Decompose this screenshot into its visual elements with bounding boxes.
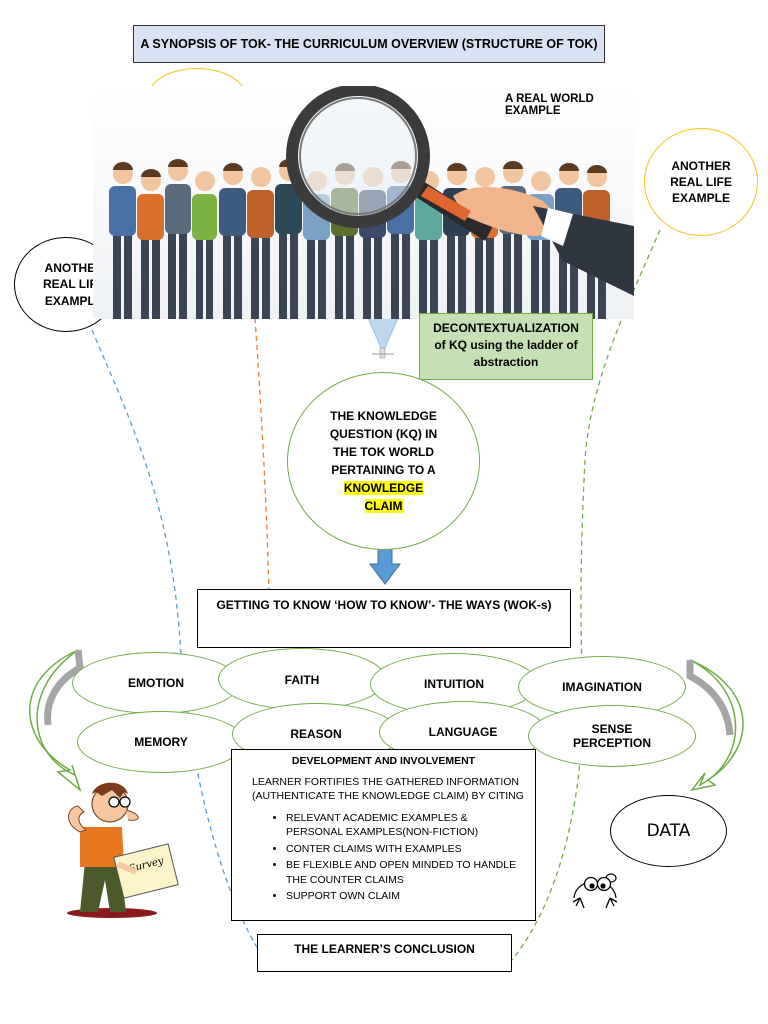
wok-faith: FAITH bbox=[218, 648, 386, 710]
development-bullet: SUPPORT OWN CLAIM bbox=[286, 889, 527, 904]
kq-highlight-claim: CLAIM bbox=[364, 499, 403, 513]
peeking-creature-illustration bbox=[566, 862, 626, 914]
decontextualization-box: DECONTEXTUALIZATION of KQ using the ladd… bbox=[419, 313, 593, 380]
conclusion-box: THE LEARNER’S CONCLUSION bbox=[257, 934, 512, 972]
right-curved-arrow bbox=[689, 659, 744, 792]
development-intro: LEARNER FORTIFIES THE GATHERED INFORMATI… bbox=[252, 775, 524, 803]
real-world-label: A REAL WORLD EXAMPLE bbox=[505, 93, 594, 117]
right-example-ellipse: ANOTHER REAL LIFE EXAMPLE bbox=[644, 128, 758, 236]
development-bullet: RELEVANT ACADEMIC EXAMPLES & PERSONAL EX… bbox=[286, 811, 527, 840]
left-example-line-2: REAL LIF bbox=[43, 277, 97, 292]
man-with-survey-icon: Survey bbox=[67, 782, 179, 918]
knowledge-question-circle: THE KNOWLEDGE QUESTION (KQ) IN THE TOK W… bbox=[287, 372, 480, 550]
development-bullet: BE FLEXIBLE AND OPEN MINDED TO HANDLE TH… bbox=[286, 858, 527, 887]
wok-sense-line-2: PERCEPTION bbox=[572, 736, 651, 750]
left-example-line-3: EXAMPL bbox=[44, 293, 95, 308]
kq-highlight-knowledge: KNOWLEDGE bbox=[343, 481, 424, 495]
crowd-magnifier-illustration bbox=[93, 86, 634, 319]
development-bullet: CONTER CLAIMS WITH EXAMPLES bbox=[286, 842, 527, 857]
development-title: DEVELOPMENT AND INVOLVEMENT bbox=[291, 755, 476, 767]
development-bullets: RELEVANT ACADEMIC EXAMPLES & PERSONAL EX… bbox=[254, 811, 527, 904]
funnel-icon bbox=[367, 317, 399, 349]
kq-line-3: THE TOK WORLD bbox=[332, 445, 435, 459]
left-example-line-1: ANOTHE bbox=[44, 261, 96, 276]
wok-sense-perception: SENSE PERCEPTION bbox=[528, 705, 696, 767]
thinking-man-illustration: Survey bbox=[50, 772, 185, 920]
wok-title-box: GETTING TO KNOW ‘HOW TO KNOW’- THE WAYS … bbox=[197, 589, 571, 648]
decontext-line-1: DECONTEXTUALIZATION bbox=[433, 321, 579, 335]
blue-dashed-connector bbox=[91, 329, 263, 956]
development-box: DEVELOPMENT AND INVOLVEMENT LEARNER FORT… bbox=[231, 749, 536, 921]
right-example-line-2: REAL LIFE bbox=[670, 174, 732, 189]
orange-dashed-connector bbox=[254, 317, 271, 641]
right-curved-arrow-head bbox=[686, 660, 734, 736]
real-world-illustration: A REAL WORLD EXAMPLE bbox=[93, 86, 634, 319]
peeking-eyes-icon bbox=[572, 876, 618, 909]
kq-line-4: PERTAINING TO A bbox=[331, 463, 436, 477]
right-example-line-1: ANOTHER bbox=[671, 158, 731, 173]
right-example-line-3: EXAMPLE bbox=[671, 191, 730, 206]
wok-sense-line-1: SENSE bbox=[591, 722, 633, 736]
decontext-line-3: abstraction bbox=[473, 355, 539, 369]
left-curved-arrow bbox=[29, 649, 82, 793]
page-title: A SYNOPSIS OF TOK- THE CURRICULUM OVERVI… bbox=[133, 25, 605, 63]
left-curved-arrow-head bbox=[44, 649, 84, 726]
kq-line-2: QUESTION (KQ) IN bbox=[329, 427, 438, 441]
kq-line-1: THE KNOWLEDGE bbox=[330, 409, 437, 423]
wok-memory: MEMORY bbox=[77, 711, 245, 773]
hand-icon bbox=[421, 186, 634, 296]
data-thought-bubble: DATA bbox=[610, 795, 727, 867]
wok-emotion: EMOTION bbox=[72, 652, 240, 714]
decontext-line-2: of KQ using the ladder of bbox=[434, 338, 578, 352]
